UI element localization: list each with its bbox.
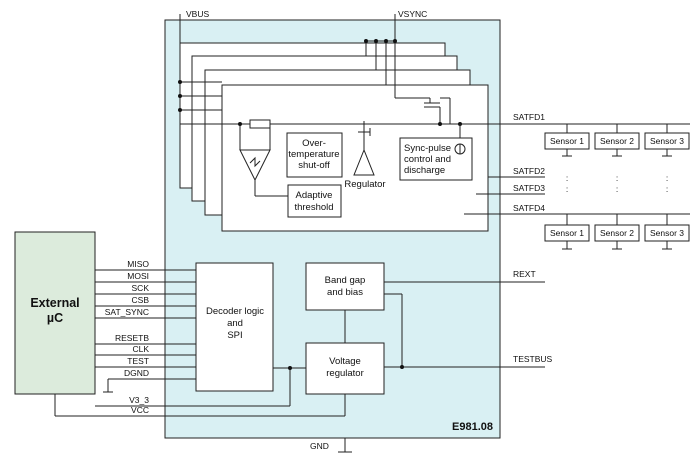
pin-v3-3: V3_3	[129, 395, 149, 405]
adaptive-threshold-block	[287, 184, 342, 218]
pin-satfd2: SATFD2	[513, 166, 545, 176]
svg-text::: :	[566, 173, 568, 183]
pin-vcc: VCC	[131, 405, 149, 415]
pin-dgnd: DGND	[124, 368, 149, 378]
pin-mosi: MOSI	[127, 271, 149, 281]
pin-sat-sync: SAT_SYNC	[105, 307, 149, 317]
pin-rext: REXT	[513, 269, 536, 279]
regulator-element	[353, 121, 375, 176]
bandgap-block	[305, 262, 385, 311]
comparator	[239, 149, 288, 197]
svg-text::: :	[616, 184, 618, 194]
overtemp-block	[286, 132, 343, 178]
regulator-label: Regulator	[344, 179, 385, 190]
supply-wires	[54, 366, 346, 417]
pin-satfd4: SATFD4	[513, 203, 545, 213]
sensor-2-label-bottom: Sensor 2	[600, 228, 634, 238]
pin-resetb: RESETB	[115, 333, 149, 343]
sensor-1-label-bottom: Sensor 1	[550, 228, 584, 238]
pin-satfd1: SATFD1	[513, 112, 545, 122]
current-source-icon	[454, 143, 466, 155]
pin-sck: SCK	[132, 283, 150, 293]
svg-text::: :	[616, 173, 618, 183]
spi-bus-wires	[95, 269, 196, 393]
sensor-row-bottom: Sensor 1 Sensor 2 Sensor 3	[544, 214, 690, 250]
pin-vbus: VBUS	[186, 9, 209, 19]
sense-resistor	[249, 119, 271, 129]
pin-gnd: GND	[310, 441, 329, 451]
decoder-spi-block	[195, 262, 274, 392]
svg-text::: :	[666, 173, 668, 183]
pin-test: TEST	[127, 356, 149, 366]
pin-miso: MISO	[127, 259, 149, 269]
pin-csb: CSB	[132, 295, 150, 305]
pin-testbus: TESTBUS	[513, 354, 553, 364]
sensor-3-label: Sensor 3	[650, 136, 684, 146]
sensor-row-top: Sensor 1 Sensor 2 Sensor 3	[544, 124, 690, 157]
pin-satfd3: SATFD3	[513, 183, 545, 193]
svg-text::: :	[666, 184, 668, 194]
pin-vsync: VSYNC	[398, 9, 427, 19]
sensor-1-label: Sensor 1	[550, 136, 584, 146]
pin-clk: CLK	[132, 344, 149, 354]
vsync-net	[364, 14, 430, 99]
chip-name: E981.08	[452, 421, 493, 433]
sensor-3-label-bottom: Sensor 3	[650, 228, 684, 238]
internal-wires	[338, 281, 545, 453]
sensor-2-label: Sensor 2	[600, 136, 634, 146]
svg-text::: :	[566, 184, 568, 194]
continuation-dots: : : : : : :	[566, 173, 668, 194]
